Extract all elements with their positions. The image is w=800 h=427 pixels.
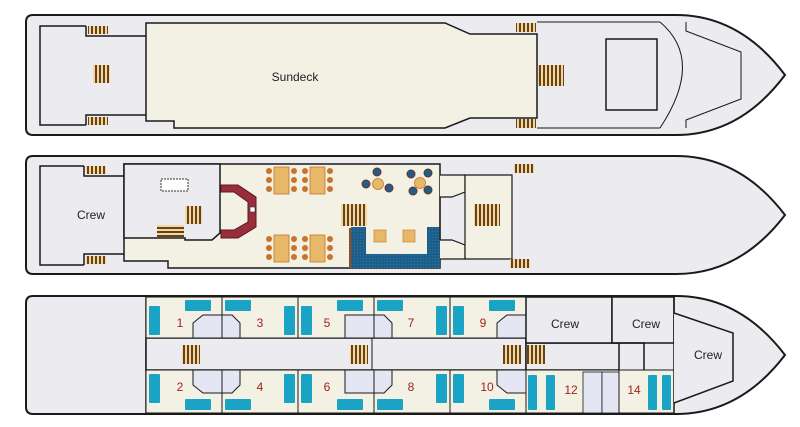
cabin-number: 10: [480, 380, 494, 394]
sundeck-label: Sundeck: [272, 70, 320, 84]
stairs-icon: [86, 256, 106, 264]
middle-deck: Crew: [25, 155, 787, 275]
crew-label-middle: Crew: [77, 208, 105, 222]
cabin-number: 14: [627, 383, 641, 397]
dining-tables: [273, 166, 326, 263]
crew-label-lower-3: Crew: [694, 348, 722, 362]
cabins-top: [145, 296, 527, 339]
cabin-number: 7: [408, 316, 415, 330]
cabin-number: 6: [324, 380, 331, 394]
plunge-pool: [351, 227, 440, 268]
cabin-number: 2: [177, 380, 184, 394]
stairs-icon: [516, 23, 536, 32]
sundeck-area: [145, 22, 538, 129]
stairs-icon: [527, 345, 545, 364]
stairs-icon: [88, 26, 108, 34]
stairs-icon: [88, 117, 108, 125]
crew-label-lower-1: Crew: [551, 317, 579, 331]
stairs-icon: [503, 345, 521, 364]
cabins-bottom: [145, 369, 527, 414]
stairs-icon: [182, 345, 200, 364]
cabin-number: 4: [257, 380, 264, 394]
cabin-number: 8: [408, 380, 415, 394]
stove-icon: [160, 178, 189, 192]
cabin-number: 1: [177, 316, 184, 330]
lounge-tables: [361, 167, 433, 196]
chairs: [266, 168, 333, 260]
upper-deck: Sundeck: [25, 14, 787, 136]
corridor: [145, 337, 527, 371]
cabin-number: 9: [480, 316, 487, 330]
bar-counter: [220, 184, 257, 239]
stairs-icon: [185, 206, 202, 224]
stairs-icon: [341, 204, 367, 226]
stairs-icon: [514, 164, 534, 173]
stairs-icon: [474, 204, 500, 226]
crew-label-lower-2: Crew: [632, 317, 660, 331]
lower-deck: Crew Crew Crew 1 2 3 4 5 6 7 8 9 10 12 1…: [25, 295, 787, 415]
stairs-icon: [516, 119, 536, 128]
stairs-icon: [157, 225, 184, 237]
stairs-icon: [538, 65, 564, 86]
cabins-forward: [525, 369, 675, 414]
stairs-icon: [510, 259, 530, 268]
stairs-icon: [86, 166, 106, 174]
cabin-number: 12: [564, 383, 578, 397]
stairs-icon: [93, 65, 110, 83]
cabin-number: 5: [324, 316, 331, 330]
stairs-icon: [350, 345, 368, 364]
cabin-number: 3: [257, 316, 264, 330]
